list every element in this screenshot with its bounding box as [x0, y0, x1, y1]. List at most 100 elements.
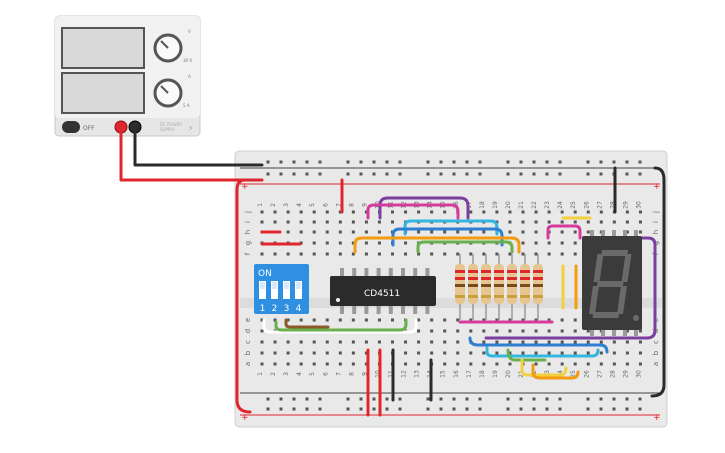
- rail-hole[interactable]: [465, 397, 469, 401]
- breadboard-hole[interactable]: [286, 318, 290, 322]
- breadboard-hole[interactable]: [312, 241, 316, 245]
- rail-hole[interactable]: [452, 397, 456, 401]
- breadboard-hole[interactable]: [417, 210, 421, 214]
- breadboard-hole[interactable]: [534, 318, 538, 322]
- rail-hole[interactable]: [558, 407, 562, 411]
- breadboard-hole[interactable]: [482, 340, 486, 344]
- breadboard-hole[interactable]: [586, 351, 590, 355]
- rail-hole[interactable]: [506, 172, 510, 176]
- breadboard-hole[interactable]: [495, 329, 499, 333]
- breadboard-hole[interactable]: [351, 362, 355, 366]
- rail-hole[interactable]: [359, 160, 363, 164]
- breadboard-hole[interactable]: [299, 252, 303, 256]
- breadboard-hole[interactable]: [325, 362, 329, 366]
- breadboard-hole[interactable]: [351, 241, 355, 245]
- rail-hole[interactable]: [439, 160, 443, 164]
- rail-hole[interactable]: [638, 160, 642, 164]
- breadboard-hole[interactable]: [547, 210, 551, 214]
- breadboard-hole[interactable]: [260, 362, 264, 366]
- breadboard-hole[interactable]: [560, 252, 564, 256]
- rail-hole[interactable]: [439, 397, 443, 401]
- rail-hole[interactable]: [398, 172, 402, 176]
- breadboard-hole[interactable]: [560, 230, 564, 234]
- rail-hole[interactable]: [305, 160, 309, 164]
- breadboard-hole[interactable]: [351, 220, 355, 224]
- rail-hole[interactable]: [465, 172, 469, 176]
- breadboard-hole[interactable]: [338, 230, 342, 234]
- rail-hole[interactable]: [398, 397, 402, 401]
- breadboard-hole[interactable]: [560, 220, 564, 224]
- rail-hole[interactable]: [519, 407, 523, 411]
- breadboard-hole[interactable]: [377, 241, 381, 245]
- breadboard-hole[interactable]: [599, 351, 603, 355]
- breadboard-hole[interactable]: [430, 230, 434, 234]
- breadboard-hole[interactable]: [482, 362, 486, 366]
- breadboard-hole[interactable]: [482, 351, 486, 355]
- breadboard-hole[interactable]: [312, 340, 316, 344]
- breadboard-hole[interactable]: [273, 340, 277, 344]
- breadboard-hole[interactable]: [391, 318, 394, 322]
- rail-hole[interactable]: [586, 172, 590, 176]
- breadboard-hole[interactable]: [377, 318, 381, 322]
- breadboard-hole[interactable]: [417, 230, 421, 234]
- breadboard-hole[interactable]: [469, 252, 473, 256]
- rail-hole[interactable]: [346, 407, 350, 411]
- rail-hole[interactable]: [545, 407, 549, 411]
- rail-hole[interactable]: [359, 407, 363, 411]
- rail-hole[interactable]: [532, 172, 536, 176]
- breadboard-hole[interactable]: [586, 210, 590, 214]
- breadboard-hole[interactable]: [364, 230, 368, 234]
- breadboard-hole[interactable]: [273, 318, 277, 322]
- breadboard-hole[interactable]: [364, 318, 368, 322]
- breadboard-hole[interactable]: [560, 340, 564, 344]
- signal-wires-bottom[interactable]: [262, 264, 609, 380]
- breadboard-hole[interactable]: [534, 220, 538, 224]
- breadboard-hole[interactable]: [495, 351, 499, 355]
- breadboard-hole[interactable]: [391, 220, 394, 224]
- breadboard-hole[interactable]: [260, 351, 264, 355]
- breadboard-hole[interactable]: [456, 362, 460, 366]
- rail-hole[interactable]: [625, 160, 629, 164]
- rail-hole[interactable]: [465, 160, 469, 164]
- breadboard-hole[interactable]: [638, 210, 642, 214]
- breadboard-hole[interactable]: [456, 230, 460, 234]
- rail-hole[interactable]: [558, 160, 562, 164]
- rail-hole[interactable]: [612, 160, 616, 164]
- rail-hole[interactable]: [279, 397, 283, 401]
- breadboard-hole[interactable]: [273, 252, 277, 256]
- rail-hole[interactable]: [279, 160, 283, 164]
- rail-hole[interactable]: [305, 407, 309, 411]
- breadboard-hole[interactable]: [260, 329, 264, 333]
- breadboard-hole[interactable]: [534, 351, 538, 355]
- breadboard-hole[interactable]: [495, 252, 499, 256]
- breadboard-hole[interactable]: [599, 362, 603, 366]
- breadboard-hole[interactable]: [612, 362, 616, 366]
- dip-toggle[interactable]: [271, 281, 278, 299]
- breadboard-hole[interactable]: [573, 362, 577, 366]
- rail-hole[interactable]: [439, 172, 443, 176]
- power-supply[interactable]: V A 30 V 5 A OFF DC POWER SUPPLY ⚡: [54, 15, 201, 137]
- breadboard-hole[interactable]: [456, 351, 460, 355]
- breadboard-hole[interactable]: [534, 329, 538, 333]
- breadboard-hole[interactable]: [469, 351, 473, 355]
- breadboard-hole[interactable]: [430, 340, 434, 344]
- breadboard-hole[interactable]: [417, 362, 421, 366]
- breadboard-hole[interactable]: [482, 230, 486, 234]
- breadboard-hole[interactable]: [404, 351, 408, 355]
- rail-hole[interactable]: [638, 407, 642, 411]
- rail-hole[interactable]: [625, 172, 629, 176]
- breadboard-hole[interactable]: [299, 362, 303, 366]
- breadboard-hole[interactable]: [312, 220, 316, 224]
- breadboard-hole[interactable]: [417, 329, 421, 333]
- rail-hole[interactable]: [372, 407, 376, 411]
- breadboard-hole[interactable]: [404, 241, 408, 245]
- rail-hole[interactable]: [586, 397, 590, 401]
- breadboard-hole[interactable]: [586, 329, 590, 333]
- breadboard-hole[interactable]: [338, 210, 342, 214]
- breadboard-hole[interactable]: [299, 241, 303, 245]
- breadboard-hole[interactable]: [325, 241, 329, 245]
- rail-hole[interactable]: [612, 397, 616, 401]
- breadboard-hole[interactable]: [521, 220, 525, 224]
- breadboard-hole[interactable]: [495, 340, 499, 344]
